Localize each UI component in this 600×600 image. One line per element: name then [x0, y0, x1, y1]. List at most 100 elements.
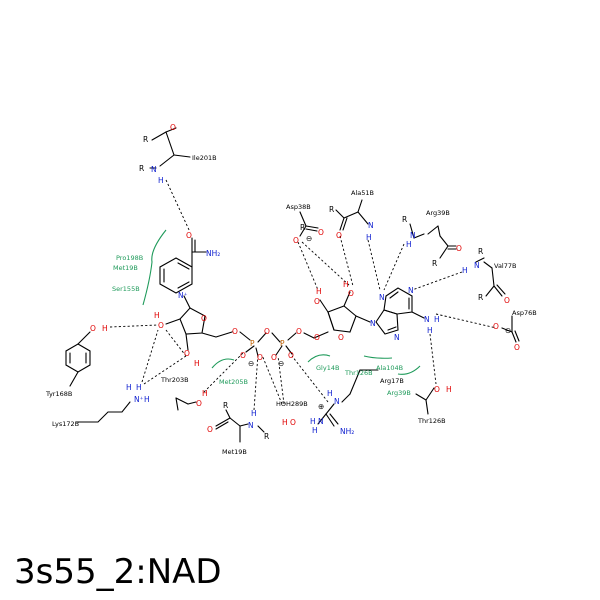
- atom-h: H: [366, 233, 372, 242]
- ligand-title: 3s55_2:NAD: [14, 552, 222, 592]
- atom-o: O: [348, 289, 354, 298]
- residue-label-ile201b: Ile201B: [192, 154, 217, 162]
- atom-r: R: [139, 164, 144, 173]
- atom-minus: ⊖: [248, 359, 254, 368]
- atom-n: N: [318, 417, 324, 426]
- residue-label-thr126b-mid: Thr126B: [344, 369, 373, 377]
- atom-h: H: [462, 266, 468, 275]
- atom-h: H: [202, 389, 208, 398]
- atom-h: H: [154, 311, 160, 320]
- atom-r: R: [432, 259, 437, 268]
- atom-h: H: [316, 287, 322, 296]
- atom-o: O: [207, 425, 213, 434]
- atom-o: O: [196, 399, 202, 408]
- residue-label-thr126b-bottom: Thr126B: [417, 417, 446, 425]
- atom-o: O: [158, 321, 164, 330]
- atom-o: O: [240, 351, 246, 360]
- hbond-asp76-nh: [435, 313, 497, 329]
- hbond-ala51-n: [367, 239, 381, 291]
- residue-tyr168b-skeleton: [65, 331, 91, 387]
- nicotinamide-moiety: [159, 237, 315, 357]
- hbond-thr126-nh: [429, 333, 437, 385]
- atom-r: R: [478, 247, 483, 256]
- atom-o: O: [318, 228, 324, 237]
- atom-h: H: [446, 385, 452, 394]
- atom-h: H: [194, 359, 200, 368]
- hydrophobic-arc-met205b: [211, 358, 235, 369]
- residue-label-met19b-bottom: Met19B: [222, 448, 247, 456]
- hydrophobic-arc-pro198b: [142, 229, 167, 306]
- residue-thr126b-bottom-skeleton: [415, 387, 435, 415]
- residue-label-pro198b: Pro198B: [116, 254, 143, 262]
- hbond-met19-p: [253, 353, 259, 411]
- residue-label-thr203b: Thr203B: [160, 376, 189, 384]
- residue-label-ala51b: Ala51B: [351, 189, 374, 197]
- atom-h: H: [427, 326, 433, 335]
- residue-asp38b-skeleton: [299, 211, 319, 237]
- atom-p: P: [250, 339, 255, 348]
- atom-plus: ⊕: [318, 402, 324, 411]
- residue-label-hoh289b: HOH289B: [276, 400, 308, 408]
- atom-nh2: NH₂: [206, 249, 220, 258]
- atom-r: R: [300, 223, 305, 232]
- residue-label-met205b: Met205B: [219, 378, 248, 386]
- atom-r: R: [329, 205, 334, 214]
- hbond-water-p1: [261, 354, 283, 405]
- atom-h: H: [310, 417, 316, 426]
- atom-o: O: [296, 327, 302, 336]
- hbond-tyr-o2: [109, 324, 159, 328]
- residue-asp76b-skeleton: [501, 315, 520, 343]
- atom-o: O: [90, 324, 96, 333]
- residue-label-met19b-top: Met19B: [113, 264, 138, 272]
- hydrophobic-arc-ala104b: [363, 355, 393, 359]
- atom-h: H: [158, 176, 164, 185]
- residue-label-val77b: Val77B: [494, 262, 516, 270]
- atom-o: O: [434, 385, 440, 394]
- atom-r: R: [143, 135, 148, 144]
- hbond-asp38-o2: [301, 241, 351, 287]
- atom-o: O: [338, 333, 344, 342]
- residue-ile201b-skeleton: [149, 127, 191, 169]
- residue-met19b-bottom-skeleton: [215, 409, 265, 443]
- atom-labels: R O R N H O NH₂ N⁺ O H O O H O P O P O O…: [90, 123, 520, 441]
- atom-n: N: [408, 286, 414, 295]
- atom-o: O: [232, 327, 238, 336]
- atom-n: N: [248, 421, 254, 430]
- atom-h: H: [434, 315, 440, 324]
- atom-h: H: [312, 426, 318, 435]
- hbond-ile201b-amide: [165, 179, 191, 233]
- atom-n: N: [424, 315, 430, 324]
- residue-arg39b-top-skeleton: [409, 223, 457, 259]
- atom-r: R: [264, 432, 269, 441]
- atom-o: O: [314, 297, 320, 306]
- atom-o: O: [456, 244, 462, 253]
- atom-o: O: [314, 333, 320, 342]
- atom-o: O: [288, 351, 294, 360]
- atom-r: R: [478, 293, 483, 302]
- atom-n: N: [370, 319, 376, 328]
- atom-h: H: [343, 280, 349, 289]
- atom-nplus: N⁺: [178, 291, 188, 300]
- residue-label-ser155b: Ser155B: [112, 285, 140, 293]
- atom-o: O: [504, 296, 510, 305]
- atom-h: H: [282, 418, 288, 427]
- residue-thr203b-skeleton: [175, 397, 197, 411]
- atom-h: H: [136, 383, 142, 392]
- atom-n: N: [379, 293, 385, 302]
- residue-label-ala104b: Ala104B: [376, 364, 403, 372]
- atom-o: O: [186, 231, 192, 240]
- atom-p: P: [280, 339, 285, 348]
- atom-r: R: [223, 401, 228, 410]
- hbond-val77-n: [411, 271, 463, 291]
- hbond-thr203-p: [203, 351, 245, 393]
- hbond-asp38-o3: [297, 241, 319, 291]
- atom-minus: ⊖: [306, 234, 312, 243]
- atom-h: H: [144, 395, 150, 404]
- atom-o: O: [257, 353, 263, 362]
- atom-o: O: [290, 418, 296, 427]
- hbond-thr203-o3: [165, 329, 187, 357]
- residue-val77b-skeleton: [475, 257, 506, 297]
- atom-h: H: [102, 324, 108, 333]
- atom-n: N: [151, 165, 157, 174]
